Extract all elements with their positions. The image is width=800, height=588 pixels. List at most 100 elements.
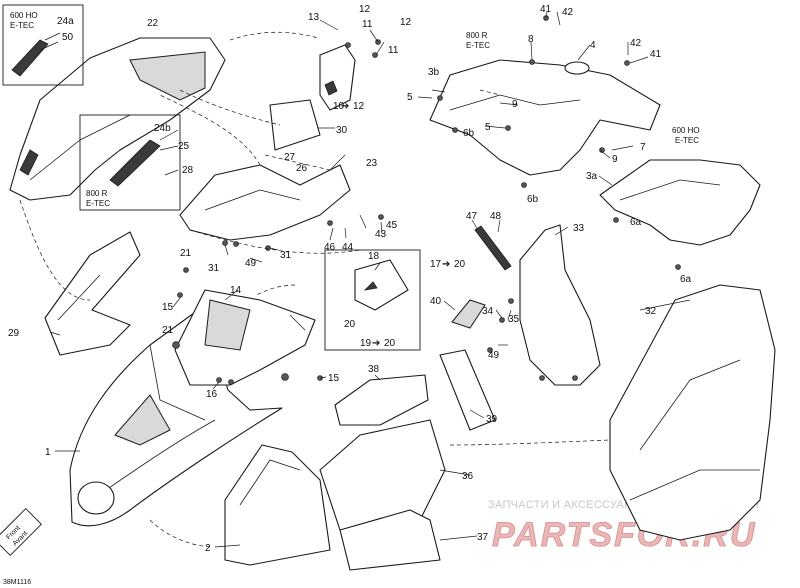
callout-33: 33	[573, 223, 585, 234]
callout-37: 37	[477, 532, 489, 543]
callout-34: 34	[482, 306, 494, 317]
callout-2: 2	[205, 543, 211, 554]
callout-50: 50	[62, 32, 74, 43]
callout-31b: 31	[280, 250, 292, 261]
callout-24a: 24a	[57, 16, 74, 27]
callout-3b: 3b	[428, 67, 440, 78]
callout-12b: 12	[400, 17, 412, 28]
callout-42b: 42	[630, 38, 642, 49]
part-23-dash[interactable]	[179, 164, 351, 241]
callout-16: 16	[206, 389, 218, 400]
callout-47: 47	[466, 211, 478, 222]
callout-6b-2: 6b	[527, 194, 539, 205]
callout-6a-1: 6a	[630, 217, 642, 228]
callout-11a: 11	[362, 19, 373, 30]
part-39-strip[interactable]	[439, 349, 496, 431]
callout-49b: 49	[488, 350, 500, 361]
part-38-panel[interactable]	[334, 374, 429, 426]
callout-26: 26	[296, 163, 308, 174]
callout-4: 4	[590, 40, 596, 51]
callout-25: 25	[178, 141, 190, 152]
label-600ho-right: 600 HO	[672, 126, 700, 135]
callout-27: 27	[284, 152, 296, 163]
callout-43: 43	[375, 229, 387, 240]
dashed-lines	[19, 31, 611, 547]
callout-19-to-20: 20	[384, 338, 396, 349]
part-30-deflector[interactable]	[269, 99, 321, 151]
callout-28: 28	[182, 165, 194, 176]
callout-20: 20	[344, 319, 356, 330]
callout-21b: 21	[162, 325, 174, 336]
part-40-pad[interactable]	[451, 299, 486, 329]
part-22-upper-cowl[interactable]	[9, 37, 226, 201]
callout-22: 22	[147, 18, 159, 29]
label-etec-top: E-TEC	[466, 41, 490, 50]
callout-46: 46	[324, 242, 336, 253]
label-600ho-1: 600 HO	[10, 11, 38, 20]
callout-48: 48	[490, 211, 502, 222]
callout-15a: 15	[162, 302, 174, 313]
detail-box-24b: 800 R E-TEC	[79, 114, 181, 211]
callout-41b: 41	[650, 49, 662, 60]
part-14-bracket[interactable]	[174, 289, 316, 386]
diagram-code: 38M1116	[3, 579, 31, 586]
callout-13: 13	[308, 12, 320, 23]
part-1-nose-pan[interactable]	[69, 304, 283, 527]
callout-29: 29	[8, 328, 20, 339]
label-etec-1: E-TEC	[10, 21, 34, 30]
callout-19-arrow: ➔	[372, 338, 380, 349]
callout-17-to-20: 20	[454, 259, 466, 270]
callout-9b: 9	[612, 154, 618, 165]
callout-17: 17	[430, 259, 442, 270]
part-37-panel[interactable]	[339, 509, 441, 571]
callout-36: 36	[462, 471, 474, 482]
callout-19: 19	[360, 338, 372, 349]
callout-6b-1: 6b	[463, 128, 475, 139]
label-800r-top: 800 R	[466, 31, 488, 40]
callout-17-arrow: ➔	[442, 259, 450, 270]
callout-41a: 41	[540, 4, 552, 15]
callout-14: 14	[230, 285, 242, 296]
callout-15b: 15	[328, 373, 340, 384]
front-direction-tag: Front Avant	[0, 508, 42, 556]
part-29-left-panel[interactable]	[44, 231, 141, 356]
callout-5b: 5	[485, 122, 491, 133]
part-33-column[interactable]	[474, 224, 601, 386]
label-etec-2: E-TEC	[86, 199, 110, 208]
callout-3a: 3a	[586, 171, 598, 182]
detail-box-18	[324, 249, 421, 351]
label-800r-1: 800 R	[86, 189, 108, 198]
callout-32: 32	[645, 306, 657, 317]
part-2-lower-panel[interactable]	[224, 444, 331, 566]
part-3a-console[interactable]	[599, 159, 761, 246]
part-3b-console[interactable]	[429, 59, 661, 176]
callout-31a: 31	[208, 263, 220, 274]
callout-10-to-12: 12	[353, 101, 365, 112]
callout-5a: 5	[407, 92, 413, 103]
callout-8: 8	[528, 34, 534, 45]
part-32-side-panel[interactable]	[609, 284, 776, 541]
callout-30: 30	[336, 125, 348, 136]
callout-23: 23	[366, 158, 378, 169]
callout-21a: 21	[180, 248, 192, 259]
watermark: ЗАПЧАСТИ И АКСЕССУАРЫ ДЛЯ МОТОТЕХНИКИ PA…	[488, 499, 759, 554]
callout-42a: 42	[562, 7, 574, 18]
callout-45: 45	[386, 220, 398, 231]
detail-box-24a: 600 HO E-TEC	[2, 4, 84, 86]
part-10-mount[interactable]	[319, 44, 356, 111]
callout-10: 10	[333, 101, 345, 112]
leader-lines	[39, 11, 691, 548]
callout-40: 40	[430, 296, 442, 307]
callout-1: 1	[45, 447, 51, 458]
callout-numbers: 1 2 3a 3b 4 5 5 6a 6a 6b 6b 7 8 9 9 10 ➔…	[8, 4, 692, 554]
fasteners	[172, 15, 681, 385]
callout-10-arrow: ➔	[341, 101, 349, 112]
callout-39: 39	[486, 414, 498, 425]
callout-49a: 49	[245, 258, 257, 269]
callout-6a-2: 6a	[680, 274, 692, 285]
engine-labels: 800 R E-TEC 600 HO E-TEC	[466, 31, 700, 145]
callout-9a: 9	[512, 99, 518, 110]
part-36-panel[interactable]	[319, 419, 446, 531]
watermark-brand: PARTSFOR.RU	[492, 516, 756, 554]
